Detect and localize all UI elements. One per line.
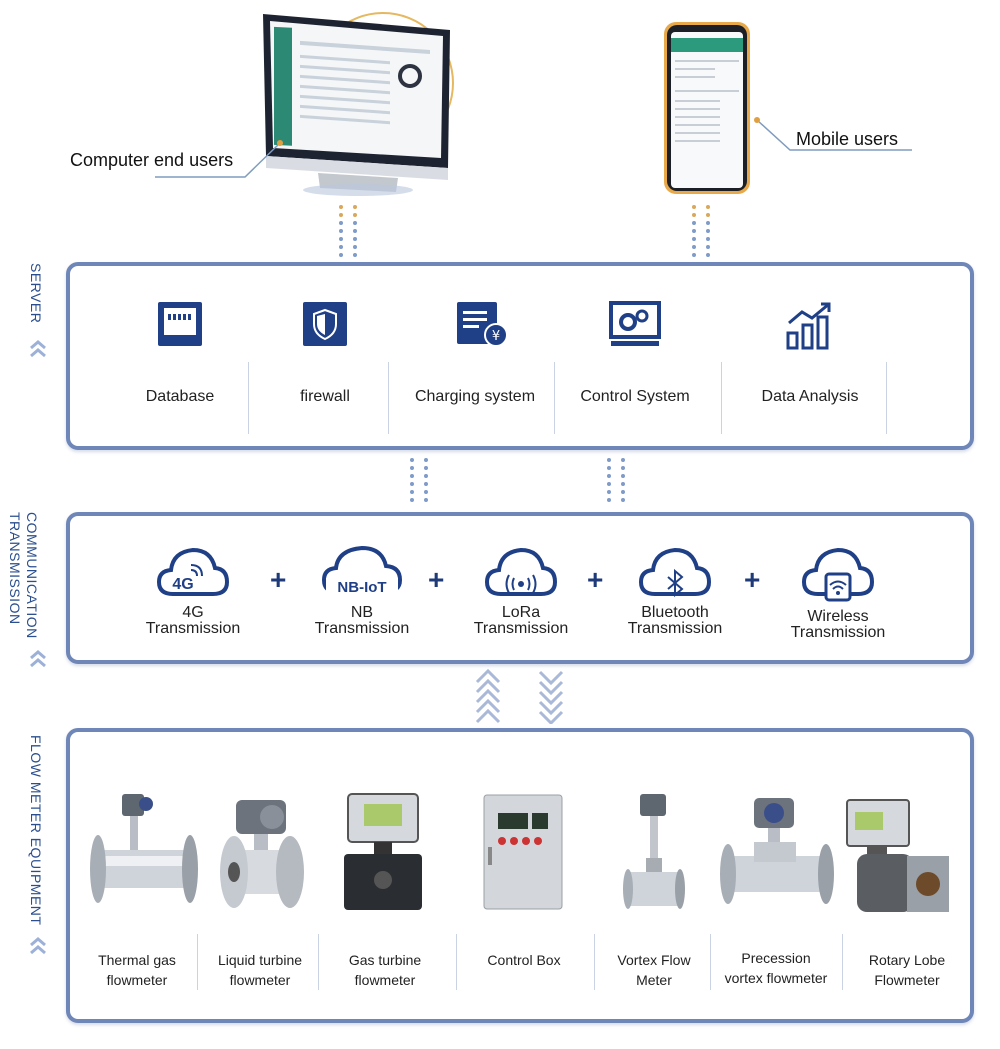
gears-monitor-icon [609,301,661,346]
gas-turbine-flowmeter-image [344,793,422,910]
precession-vortex-flowmeter-image [720,798,834,904]
comm-item-4g: 4G 4G Transmission [135,544,251,637]
connector-dots [607,458,625,502]
control-box-image [483,794,563,910]
cloud-4g-icon: 4G [156,547,230,596]
server-item-firewall: firewall [255,266,395,446]
plus-sign: + [270,564,287,595]
svg-text:¥: ¥ [492,329,500,344]
equipment-label-precession-vortex: Precession vortex flowmeter [724,950,828,986]
comm-item-label-1: Wireless [807,608,869,625]
rotary-lobe-flowmeter-image [846,799,949,912]
server-panel: Database firewall ¥ Charging system Cont… [66,262,974,450]
plus-sign: + [428,564,445,595]
server-section-label: SERVER [28,263,44,324]
comm-item-bluetooth: Bluetooth Transmission [615,544,735,637]
liquid-turbine-flowmeter-image [220,800,304,908]
comm-item-label-1: LoRa [501,604,541,621]
connector-dots [339,205,357,257]
comm-item-label-2: Transmission [473,620,569,637]
comm-item-label-1: NB [350,604,374,621]
equipment-label-thermal-gas: Thermal gas flowmeter [98,952,176,988]
thermal-gas-flowmeter-image [90,794,198,903]
server-item-charging-system: ¥ Charging system [405,266,545,446]
equipment-label-rotary-lobe: Rotary Lobe Flowmeter [868,952,946,988]
chevron-up-icon [30,937,46,955]
connector-dots [410,458,428,502]
server-item-database: Database [110,266,250,446]
comm-item-label-2: Transmission [314,620,410,637]
billing-icon: ¥ [457,302,508,347]
cloud-lora-icon [484,547,558,596]
equipment-label-gas-turbine: Gas turbine flowmeter [348,952,422,988]
equipment-label-vortex-flow: Vortex Flow Meter [617,952,691,988]
server-item-control-system: Control System [565,266,705,446]
comm-item-lora: LoRa Transmission [462,544,580,637]
mobile-users-label: Mobile users [796,129,899,149]
cloud-nbiot-icon: NB-IoT [321,545,403,596]
equipment-label-control-box: Control Box [487,952,561,968]
plus-sign: + [587,564,604,595]
vortex-flow-meter-image [623,794,685,909]
shield-icon [303,302,347,346]
mobile-label-leader [754,117,912,151]
computer-label-leader [155,140,283,178]
connector-dots [692,205,710,257]
comm-item-label-1: 4G [182,604,204,621]
comm-item-label-2: Transmission [627,620,723,637]
communication-section-label-line2: TRANSMISSION [7,512,23,625]
comm-item-label-2: Transmission [790,624,886,641]
svg-text:4G: 4G [172,576,193,593]
chevron-up-icon [30,650,46,668]
server-item-label: firewall [300,388,350,405]
cloud-wifi-icon [801,547,875,602]
computer-monitor-image [258,8,458,198]
communication-section-label-line1: COMMUNICATION [24,512,40,639]
comm-item-label-2: Transmission [145,620,241,637]
communication-panel: 4G 4G Transmission + NB-IoT NB Transmiss… [66,512,974,664]
mobile-phone-image [662,20,752,196]
computer-users-label: Computer end users [70,150,234,170]
server-item-data-analysis: Data Analysis [740,266,880,446]
comm-item-nb: NB-IoT NB Transmission [302,544,422,637]
cloud-bluetooth-icon [638,547,712,598]
comm-item-label-1: Bluetooth [641,604,709,621]
equipment-label-liquid-turbine: Liquid turbine flowmeter [217,952,303,988]
server-item-label: Control System [580,388,690,405]
comm-item-wireless: Wireless Transmission [776,544,900,641]
plus-sign: + [744,564,761,595]
chevron-up-icon [30,340,46,358]
server-item-label: Charging system [414,388,536,405]
bidirectional-arrows-icon [475,668,564,724]
equipment-section-label: FLOW METER EQUIPMENT [28,735,44,926]
bar-chart-icon [786,302,831,350]
svg-text:NB-IoT: NB-IoT [337,579,386,596]
server-item-label: Database [145,388,215,405]
database-icon [158,302,202,346]
server-item-label: Data Analysis [761,388,859,405]
